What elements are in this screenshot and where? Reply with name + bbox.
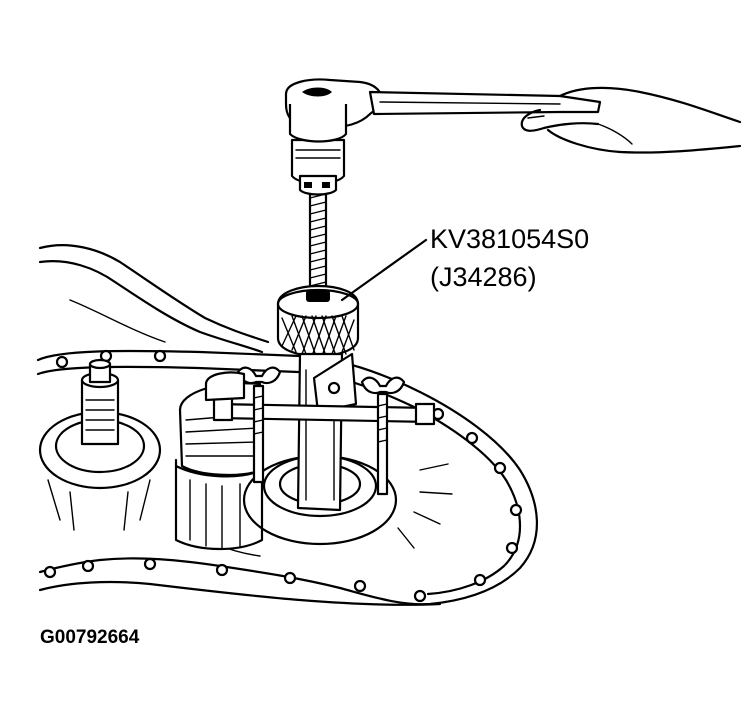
socket-icon (290, 138, 346, 196)
callout-leader-line (340, 238, 428, 302)
tool-number-label: KV381054S0 (430, 224, 590, 254)
bearing-puller-icon (204, 180, 436, 512)
figure-id-label: G00792664 (40, 627, 140, 648)
ratchet-wrench-icon (284, 78, 602, 143)
transaxle-case-icon (36, 244, 539, 606)
tool-alt-number-label: (J34286) (430, 262, 537, 292)
hand-icon (520, 86, 742, 154)
